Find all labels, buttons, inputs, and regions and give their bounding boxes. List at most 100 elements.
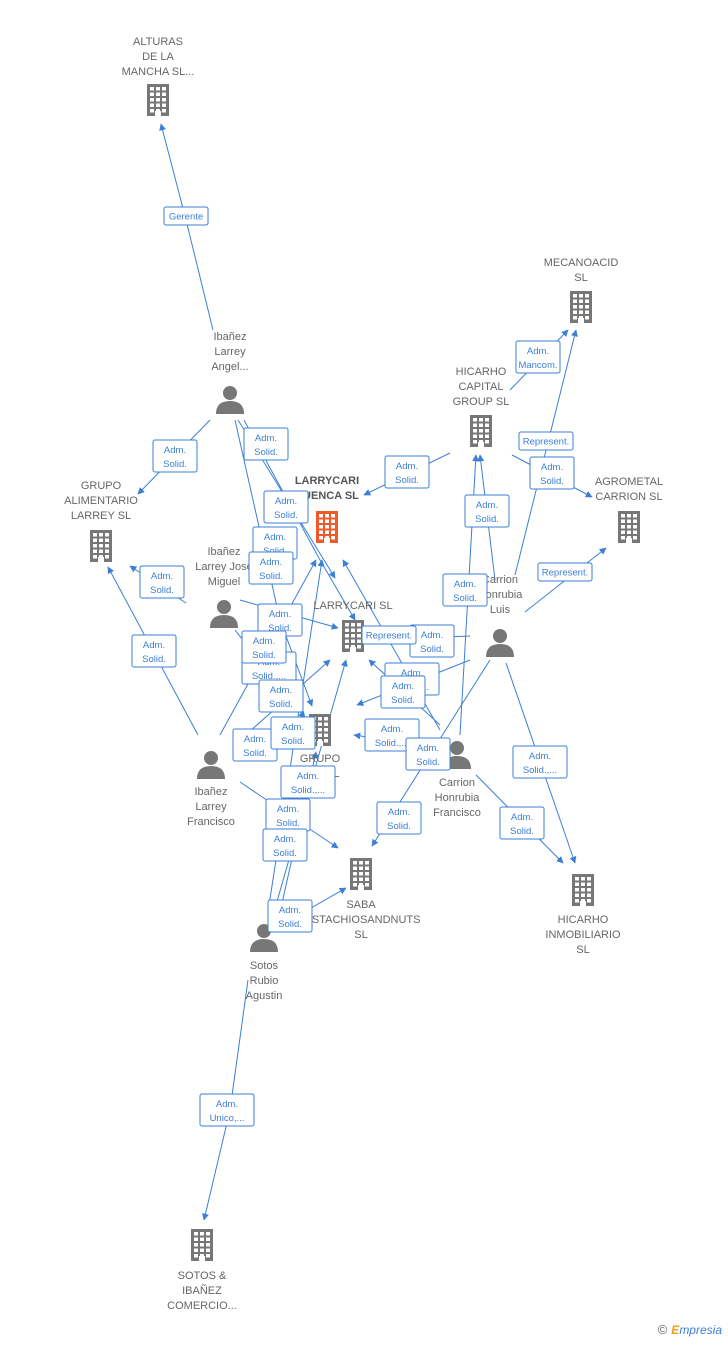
node-label-line: Honrubia xyxy=(478,589,524,601)
relation-text: Solid. xyxy=(510,826,534,837)
relation-label[interactable]: Represent. xyxy=(537,562,593,582)
node-label-line: Sotos xyxy=(250,960,279,972)
relation-label[interactable]: Adm.Solid. xyxy=(131,634,177,668)
relation-label[interactable]: Adm.Solid. xyxy=(409,624,455,658)
relation-label[interactable]: Adm.Solid. xyxy=(442,573,488,607)
relation-box xyxy=(405,737,451,771)
node-label-line: PISTACHIOSANDNUTS xyxy=(302,914,421,926)
relation-label[interactable]: Adm. Solid. xyxy=(376,801,422,835)
relation-label[interactable]: Adm.Solid. xyxy=(248,551,294,585)
relation-label[interactable]: Adm.Solid. xyxy=(384,455,430,489)
relation-label[interactable]: Adm.Solid. xyxy=(152,439,198,473)
node-label-line: ALIMENTARIO xyxy=(64,495,138,507)
relation-text: Adm. xyxy=(529,751,551,762)
relation-box xyxy=(537,562,593,582)
empresia-credit[interactable]: © Empresia xyxy=(658,1322,722,1337)
relation-label[interactable]: Adm.Solid. xyxy=(499,806,545,840)
node-label-line: HICARHO xyxy=(558,914,609,926)
copyright-icon: © xyxy=(657,1322,668,1337)
node-label-line: Francisco xyxy=(433,807,481,819)
relation-label[interactable]: Adm.Solid. xyxy=(241,630,287,664)
relation-box xyxy=(199,1093,255,1127)
relation-text: Adm. xyxy=(151,571,173,582)
relation-label[interactable]: Adm.Solid. xyxy=(262,828,308,862)
relation-label[interactable]: Adm.Solid. xyxy=(270,716,316,750)
node-label-line: DE LA xyxy=(142,51,174,63)
node-label-line: SL xyxy=(574,272,587,284)
relation-box xyxy=(258,679,304,713)
company-node-sotos_ibanez[interactable]: SOTOS &IBAÑEZCOMERCIO... xyxy=(167,1229,237,1312)
relation-label[interactable]: Represent. xyxy=(361,625,417,645)
relation-label[interactable]: Adm.Solid.,... xyxy=(512,745,568,779)
relation-text: Solid. xyxy=(475,514,499,525)
company-node-mecanoacid[interactable]: MECANOACID SL xyxy=(544,257,619,323)
relation-box xyxy=(280,765,336,799)
relation-text: Solid. xyxy=(391,695,415,706)
relation-box xyxy=(263,490,309,524)
edge-carrion_luis-to-mecanoacid xyxy=(514,329,578,576)
relation-label[interactable]: Adm.Mancom. xyxy=(515,340,561,374)
relation-text: Solid. xyxy=(243,748,267,759)
relation-text: Adm. xyxy=(277,804,299,815)
company-node-larrycari_sl[interactable]: LARRYCARI SL xyxy=(313,600,393,652)
node-label-line: COMERCIO... xyxy=(167,1300,237,1312)
relation-box xyxy=(380,675,426,709)
relation-label[interactable]: Adm.Solid. xyxy=(139,565,185,599)
relation-label[interactable]: Gerente xyxy=(163,206,209,226)
person-icon xyxy=(216,386,244,414)
relation-text: Solid. xyxy=(540,476,564,487)
relation-text: Adm. xyxy=(244,734,266,745)
node-label-line: SOTOS & xyxy=(178,1270,227,1282)
node-label-line: SL xyxy=(576,944,589,956)
relation-label[interactable]: Adm.Solid. xyxy=(464,494,510,528)
relation-label[interactable]: Adm.Solid. xyxy=(405,737,451,771)
relation-label[interactable]: Adm.Solid. xyxy=(267,899,313,933)
node-label-line: LARRYCARI xyxy=(295,475,359,487)
relation-label[interactable]: Adm.Solid. xyxy=(265,798,311,832)
relation-label[interactable]: Adm.Solid. xyxy=(529,456,575,490)
relation-label[interactable]: Adm.Solid.,... xyxy=(280,765,336,799)
relation-box xyxy=(139,565,185,599)
node-label-line: Francisco xyxy=(187,816,235,828)
relation-label[interactable]: Adm.Solid. xyxy=(243,427,289,461)
relation-box xyxy=(518,431,574,451)
relation-label[interactable]: Represent. xyxy=(518,431,574,451)
relation-text: Unico,... xyxy=(210,1113,245,1124)
node-label-line: Carrion xyxy=(482,574,518,586)
relation-text: Solid. xyxy=(387,821,411,832)
relation-text: Adm. xyxy=(527,346,549,357)
relation-text: Adm. xyxy=(388,807,410,818)
building-icon xyxy=(342,620,364,652)
relation-label[interactable]: Adm.Solid. xyxy=(263,490,309,524)
relation-box xyxy=(499,806,545,840)
relation-text: Adm. xyxy=(297,771,319,782)
relation-box xyxy=(267,899,313,933)
relation-text: Adm. xyxy=(282,722,304,733)
building-icon xyxy=(350,858,372,890)
relation-text: Adm. xyxy=(381,724,403,735)
person-node-ibanez_angel[interactable]: IbañezLarreyAngel... xyxy=(211,331,249,414)
relation-text: Adm. xyxy=(274,834,296,845)
node-label-line: Agustin xyxy=(246,990,283,1002)
building-icon xyxy=(191,1229,213,1261)
node-label-line: MECANOACID xyxy=(544,257,619,269)
node-label-line: Carrion xyxy=(439,777,475,789)
relation-text: Adm. xyxy=(392,681,414,692)
relation-label[interactable]: Adm.Solid. xyxy=(258,679,304,713)
relation-label[interactable]: Adm. Solid. xyxy=(232,728,278,762)
relation-label[interactable]: Adm.Unico,... xyxy=(199,1093,255,1127)
relation-label[interactable]: Adm. Solid. xyxy=(380,675,426,709)
person-icon xyxy=(210,600,238,628)
